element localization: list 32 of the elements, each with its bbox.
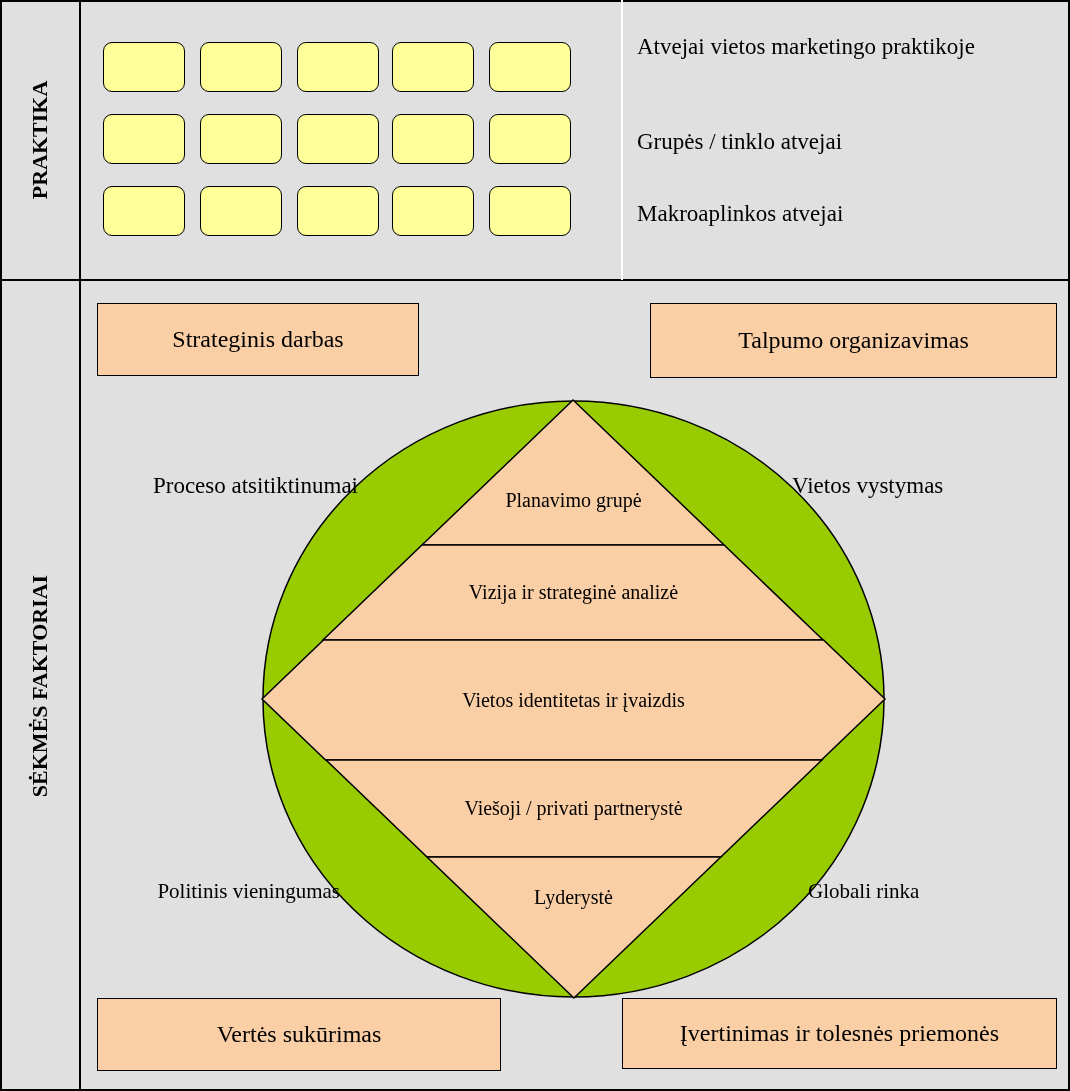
empty-box	[297, 42, 379, 92]
process-box: Įvertinimas ir tolesnės priemonės	[622, 998, 1057, 1069]
empty-box	[200, 114, 282, 164]
empty-box	[392, 186, 474, 236]
empty-box	[200, 42, 282, 92]
empty-box	[297, 186, 379, 236]
process-box: Talpumo organizavimas	[650, 303, 1057, 378]
section-heading: SĖKMĖS FAKTORIAI	[27, 574, 53, 798]
section-heading: PRAKTIKA	[27, 80, 53, 200]
empty-box	[489, 42, 571, 92]
empty-box	[103, 42, 185, 92]
diamond-layer: Viešoji / privati partnerystė	[325, 760, 822, 857]
empty-box	[103, 114, 185, 164]
text-label: Vietos vystymas	[792, 472, 945, 500]
text-label: Atvejai vietos marketingo praktikoje	[637, 33, 976, 61]
diamond-layer: Planavimo grupė	[422, 400, 725, 545]
text-label: Politinis vieningumas	[156, 878, 340, 905]
empty-box	[392, 114, 474, 164]
empty-box	[297, 114, 379, 164]
empty-box	[103, 186, 185, 236]
empty-box	[200, 186, 282, 236]
text-label: Makroaplinkos atvejai	[637, 200, 845, 228]
process-box: Strateginis darbas	[97, 303, 419, 376]
empty-box	[392, 42, 474, 92]
diamond-layer: Lyderystė	[426, 857, 721, 998]
text-label: Globali rinka	[808, 878, 921, 905]
diamond-layer: Vizija ir strateginė analizė	[323, 545, 824, 640]
process-box: Vertės sukūrimas	[97, 998, 501, 1071]
text-label: Grupės / tinklo atvejai	[637, 128, 844, 156]
empty-box	[489, 114, 571, 164]
text-label: Proceso atsitiktinumai	[151, 472, 358, 500]
empty-box	[489, 186, 571, 236]
